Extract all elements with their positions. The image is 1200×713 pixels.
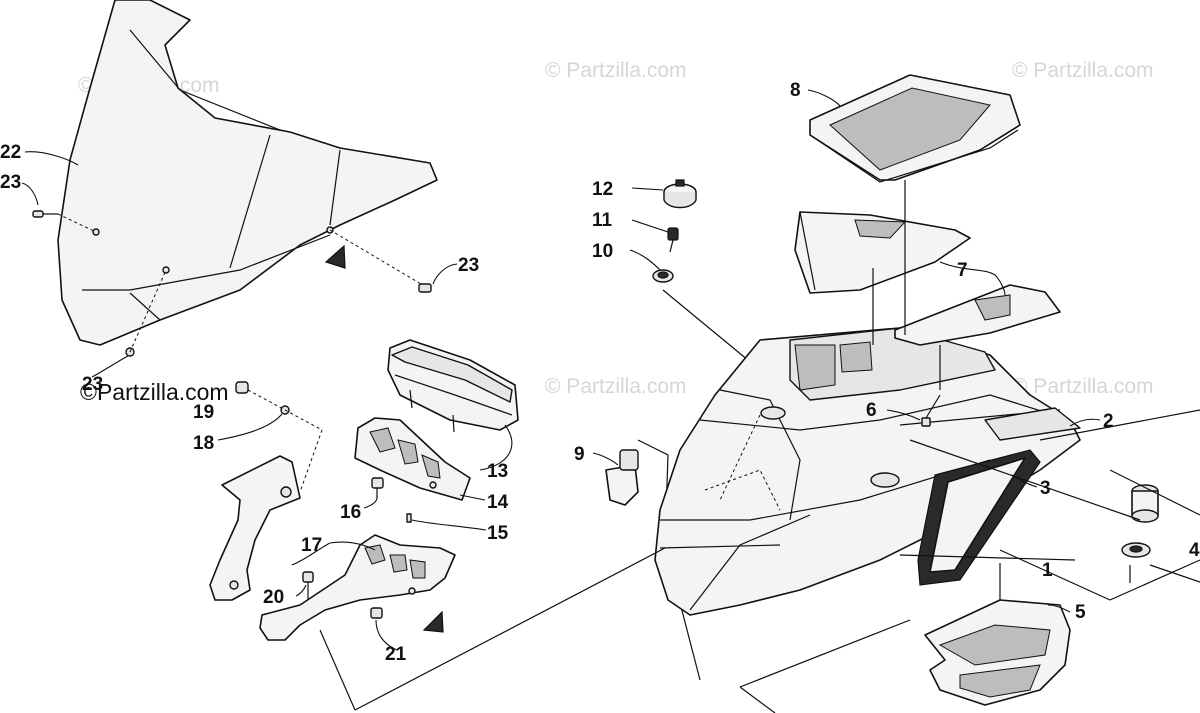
screw[interactable] — [32, 210, 58, 218]
callout-number: 12 — [592, 179, 613, 200]
screw[interactable] — [370, 607, 383, 619]
storage-tray[interactable] — [809, 74, 1021, 183]
callout-number: 8 — [790, 80, 801, 101]
vent-panel[interactable] — [917, 449, 1041, 586]
callout-number: 16 — [340, 502, 361, 523]
callout-number: 14 — [487, 492, 509, 513]
trim-piece[interactable] — [984, 407, 1081, 441]
callout-number: 17 — [301, 535, 322, 556]
callout-number: 23 — [458, 255, 479, 276]
gauge-assembly[interactable] — [387, 339, 519, 433]
callout-number: 13 — [487, 461, 508, 482]
watermark-prominent: ©Partzilla.com — [80, 379, 229, 405]
mount-bracket-lower[interactable] — [259, 534, 456, 641]
callout-number: 4 — [1189, 540, 1200, 561]
screw[interactable] — [921, 394, 941, 427]
hole — [162, 266, 170, 274]
vent-cover[interactable] — [894, 284, 1061, 346]
callout-number: 1 — [1042, 560, 1053, 581]
callout-number: 3 — [1040, 478, 1051, 499]
callout-number: 15 — [487, 523, 509, 544]
nut[interactable] — [235, 381, 249, 394]
windshield[interactable] — [57, 0, 438, 346]
callout-number: 5 — [1075, 602, 1086, 623]
switch[interactable] — [605, 449, 639, 506]
arrow-marker — [324, 244, 346, 269]
callout-number: 11 — [592, 210, 613, 231]
watermark: © Partzilla.com — [1012, 375, 1154, 398]
callout-number: 2 — [1103, 411, 1114, 432]
screw[interactable] — [418, 283, 432, 293]
arrow-marker — [422, 610, 444, 633]
callout-number: 10 — [592, 241, 613, 262]
vent-cover[interactable] — [794, 211, 971, 294]
callout-number: 21 — [385, 644, 407, 665]
watermark: © Partzilla.com — [1012, 59, 1154, 82]
screw[interactable] — [371, 477, 384, 498]
mesh-panel[interactable] — [924, 599, 1071, 706]
key-cap[interactable] — [663, 179, 697, 209]
callout-number: 7 — [957, 260, 968, 281]
callout-number: 19 — [193, 402, 214, 423]
pin[interactable] — [406, 513, 412, 523]
callout-number: 22 — [0, 142, 21, 163]
callout-number: 6 — [866, 400, 877, 421]
screw[interactable] — [302, 571, 314, 600]
callout-number: 9 — [574, 444, 585, 465]
socket-nut[interactable] — [1121, 542, 1151, 558]
gauge-bracket[interactable] — [354, 417, 471, 501]
callout-number: 23 — [82, 374, 103, 395]
ignition-nut[interactable] — [652, 269, 674, 283]
ignition-key[interactable] — [667, 227, 679, 253]
watermark: © Partzilla.com — [545, 375, 687, 398]
callout-number: 23 — [0, 172, 21, 193]
mount-bracket[interactable] — [209, 455, 301, 601]
watermark: © Partzilla.com — [545, 59, 687, 82]
power-socket[interactable] — [1131, 484, 1159, 523]
callout-number: 18 — [193, 433, 214, 454]
callout-number: 20 — [263, 587, 284, 608]
